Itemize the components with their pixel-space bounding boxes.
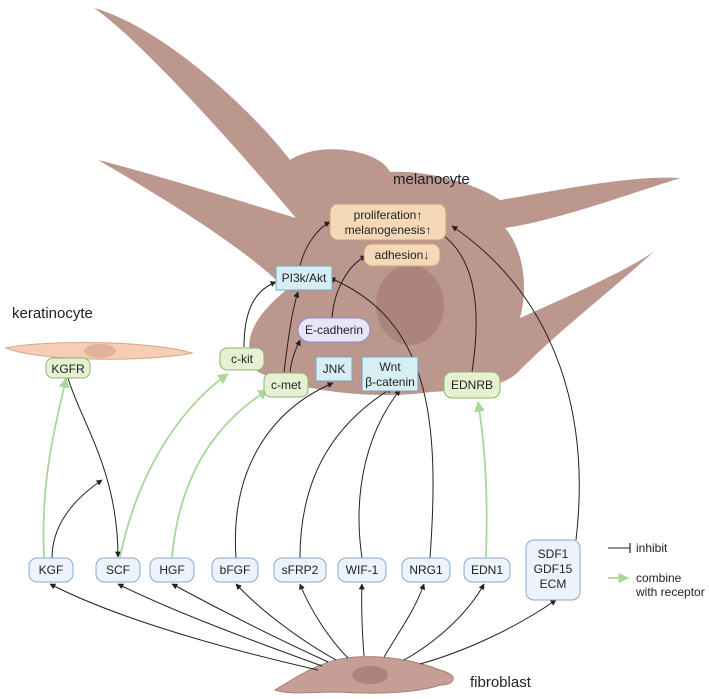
factor-wif1-box: WIF-1 xyxy=(337,557,387,583)
receptor-kgfr-label: KGFR xyxy=(51,362,85,376)
legend: inhibit combine with receptor xyxy=(608,541,705,599)
arrow-kgf-kgfr xyxy=(42,376,70,559)
pathway-jnk-label: JNK xyxy=(323,362,346,376)
receptor-cmet-label: c-met xyxy=(271,378,302,392)
pathway-pi3k-label: PI3k/Akt xyxy=(282,271,327,285)
keratinocyte-label: keratinocyte xyxy=(12,305,93,322)
outcome-adhesion-label: adhesion↓ xyxy=(375,248,430,262)
receptor-ckit-box: c-kit xyxy=(219,347,265,371)
factor-nrg1-label: NRG1 xyxy=(409,563,443,577)
arrow-fibroblast-sfrp2 xyxy=(299,583,349,659)
factor-bfgf-box: bFGF xyxy=(211,557,259,583)
arrow-scf-ckit xyxy=(119,373,229,558)
arrow-cmet-pi3k xyxy=(283,291,300,373)
legend-inhibit-label: inhibit xyxy=(636,541,668,555)
factor-bfgf-label: bFGF xyxy=(220,563,251,577)
factor-sdf1-label: SDF1 xyxy=(538,547,569,561)
factor-scf-box: SCF xyxy=(95,557,141,583)
factor-scf-label: SCF xyxy=(106,563,130,577)
factor-sfrp2-label: sFRP2 xyxy=(282,563,319,577)
arrow-fibroblast-kgf xyxy=(49,583,319,671)
fibroblast-nucleus xyxy=(352,666,388,684)
factor-kgf-label: KGF xyxy=(39,563,64,577)
arrow-edn1-ednrb xyxy=(474,400,488,558)
factor-hgf-box: HGF xyxy=(149,557,195,583)
arrow-fibroblast-hgf xyxy=(171,583,329,663)
legend-combine: combine with receptor xyxy=(608,571,705,599)
arrow-ecadherin-adhesion xyxy=(331,255,367,319)
arrow-kgf-scf xyxy=(51,479,103,559)
arrow-bfgf-jnk xyxy=(234,382,334,559)
factor-kgf-box: KGF xyxy=(28,557,74,583)
receptor-ednrb-box: EDNRB xyxy=(443,371,501,399)
outcome-proliferation-label: proliferation↑ xyxy=(354,208,423,222)
keratinocyte-nucleus xyxy=(84,344,116,358)
factor-wif1-label: WIF-1 xyxy=(346,563,379,577)
legend-inhibit: inhibit xyxy=(608,541,668,555)
legend-combine-label-1: combine xyxy=(636,571,682,585)
arrow-sdf1-proliferation xyxy=(451,225,580,541)
arrow-hgf-cmet xyxy=(171,389,269,558)
factor-edn1-box: EDN1 xyxy=(463,557,511,583)
factor-hgf-label: HGF xyxy=(159,563,184,577)
receptor-cmet-box: c-met xyxy=(263,372,309,398)
outcome-melanogenesis-label: melanogenesis↑ xyxy=(345,223,432,237)
melanocyte-body xyxy=(94,8,681,396)
arrow-wif1-wnt xyxy=(358,389,401,559)
factor-nrg1-box: NRG1 xyxy=(401,557,451,583)
outcome-adhesion-box: adhesion↓ xyxy=(363,243,441,267)
fibroblast-cell xyxy=(273,656,454,694)
pathway-ecadherin-box: E-cadherin xyxy=(297,317,371,343)
pathway-ecadherin-label: E-cadherin xyxy=(305,323,363,337)
arrow-fibroblast-nrg1 xyxy=(383,583,426,658)
pathway-jnk-box: JNK xyxy=(315,356,353,382)
factor-sdf1-group-box: SDF1 GDF15 ECM xyxy=(525,539,581,601)
receptor-kgfr-box: KGFR xyxy=(45,357,91,379)
arrow-ckit-pi3k xyxy=(243,281,277,348)
melanocyte-label: melanocyte xyxy=(393,171,470,188)
melanocyte-nucleus xyxy=(376,265,444,345)
arrow-nrg1-pi3k xyxy=(329,277,434,559)
arrow-cmet-ecadherin xyxy=(289,339,301,373)
pathway-wnt-box: Wnt β-catenin xyxy=(361,356,419,392)
legend-combine-label-2: with receptor xyxy=(635,585,705,599)
arrow-fibroblast-sdf1 xyxy=(419,599,557,665)
receptor-ednrb-label: EDNRB xyxy=(451,378,493,392)
arrow-fibroblast-scf xyxy=(117,583,323,667)
factor-ecm-label: ECM xyxy=(540,577,567,591)
outcome-proliferation-box: proliferation↑ melanogenesis↑ xyxy=(329,203,447,241)
pathway-pi3k-box: PI3k/Akt xyxy=(275,265,333,291)
keratinocyte-cell xyxy=(4,342,194,360)
pathway-beta-catenin-label: β-catenin xyxy=(365,375,415,389)
arrow-pi3k-proliferation xyxy=(299,221,331,267)
pathway-wnt-label: Wnt xyxy=(379,360,401,374)
connectors-black xyxy=(49,221,580,671)
arrow-fibroblast-bfgf xyxy=(235,583,337,661)
factor-sfrp2-box: sFRP2 xyxy=(273,557,327,583)
factor-gdf15-label: GDF15 xyxy=(534,562,573,576)
arrow-fibroblast-edn1 xyxy=(403,583,485,661)
receptor-ckit-label: c-kit xyxy=(231,352,254,366)
arrow-fibroblast-wif1 xyxy=(358,583,365,657)
factor-edn1-label: EDN1 xyxy=(471,563,503,577)
arrow-ednrb-proliferation xyxy=(439,232,477,373)
fibroblast-label: fibroblast xyxy=(470,674,532,691)
connectors-green xyxy=(42,373,488,559)
arrow-sfrp2-wnt xyxy=(299,387,393,559)
melanocyte-cell xyxy=(94,8,681,396)
arrow-kgfr-scf xyxy=(67,377,121,558)
